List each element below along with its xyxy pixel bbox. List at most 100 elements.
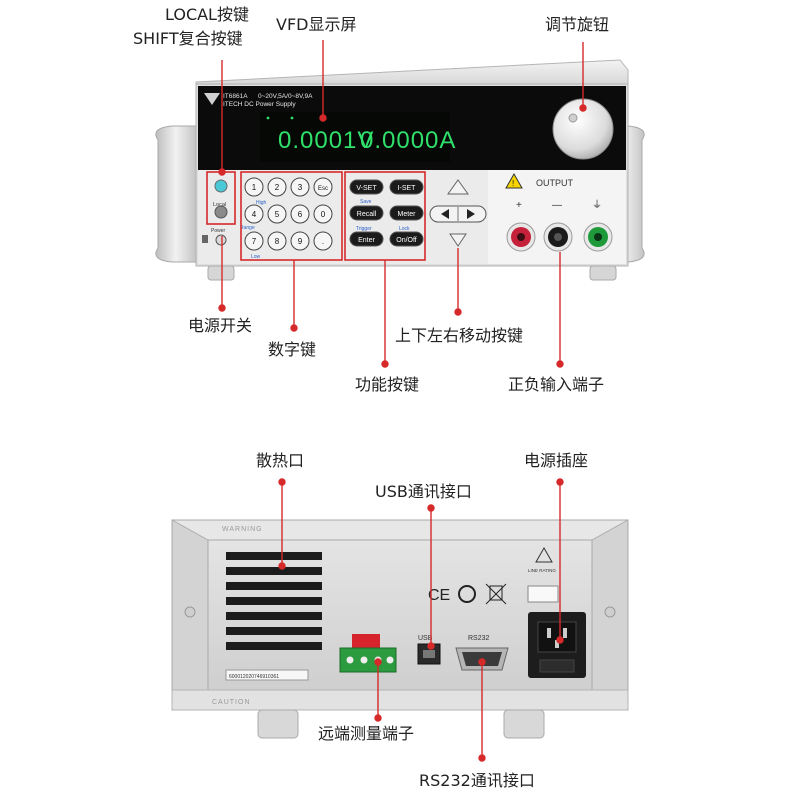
svg-text:Esc: Esc [318,186,328,192]
svg-text:I-SET: I-SET [398,185,417,192]
callout-arrow-keys: 上下左右移动按键 [395,326,524,345]
rear-warning-icon [535,546,553,563]
svg-text:Meter: Meter [398,211,417,218]
heat-vent [226,552,322,650]
function-key-vset[interactable]: V-SET [349,179,384,195]
vent-slot [226,597,322,605]
svg-text:1: 1 [252,183,257,192]
svg-text:Recall: Recall [357,211,377,218]
vent-slot [226,582,322,590]
keypad-key-4[interactable]: 4 [244,204,264,224]
negative-terminal[interactable] [543,222,573,252]
vent-slot [226,567,322,575]
front-leader-lines [218,40,587,368]
minus-symbol: — [552,200,562,211]
callout-shift-button: SHIFT复合按键 [133,29,243,48]
weee-bin-icon [485,583,507,605]
function-key-recall[interactable]: Recall [349,205,384,221]
callout-vent: 散热口 [256,451,305,470]
keypad-key-esc[interactable]: Esc [313,177,333,197]
svg-text:On/Off: On/Off [396,237,417,244]
function-key-meter[interactable]: Meter [389,205,424,221]
vfd-voltage: 0.0001V [278,127,374,154]
highlight-number-keys [240,171,343,261]
rear-warning-text: WARNING [222,526,263,533]
remote-sense-terminal[interactable] [339,634,397,673]
callout-remote-sense: 远端测量端子 [318,724,415,743]
function-key-enter[interactable]: Enter [349,231,384,247]
keypad-key-3[interactable]: 3 [290,177,310,197]
callout-knob: 调节旋钮 [545,15,610,34]
svg-text:!: ! [512,179,514,188]
power-socket[interactable] [528,612,586,678]
callout-local-button: LOCAL按键 [165,5,249,24]
keypad-key-8[interactable]: 8 [267,231,287,251]
svg-text:3: 3 [298,183,303,192]
local-button[interactable] [214,205,228,219]
svg-text:8: 8 [275,237,280,246]
callout-number-keys: 数字键 [268,340,317,359]
brand-text: ITECH DC Power Supply [223,101,296,108]
shift-button[interactable] [214,179,228,193]
callout-power-switch: 电源开关 [188,316,253,335]
recycle-mark-icon [458,585,476,603]
keypad-range-label: Range [240,225,255,231]
trigger-sublabel: Trigger [356,226,372,232]
keypad-low-label: Low [251,254,261,260]
caution-triangle-icon [505,172,523,189]
line-rating-text: LINE RATING [528,568,556,573]
svg-text:4: 4 [252,210,257,219]
model-text: IT6861A [223,93,248,100]
callout-usb: USB通讯接口 [375,482,472,501]
vent-slot [226,627,322,635]
rear-leader-lines [278,478,564,762]
vent-slot [226,642,322,650]
keypad-key-dot[interactable]: . [313,231,333,251]
svg-text:7: 7 [252,237,257,246]
keypad-key-6[interactable]: 6 [290,204,310,224]
arrow-keys [429,179,487,247]
vent-slot [226,552,322,560]
vfd-current: 0.0000A [360,127,456,154]
ground-symbol: ⏚ [592,199,602,211]
positive-terminal[interactable] [506,222,536,252]
function-key-onoff[interactable]: On/Off [389,231,424,247]
keypad-key-5[interactable]: 5 [267,204,287,224]
keypad-key-1[interactable]: 1 [244,177,264,197]
vent-slot [226,612,322,620]
keypad-key-7[interactable]: 7 [244,231,264,251]
front-unit: IT6861A 0~20V,5A/0~8V,9A ITECH DC Power … [155,59,645,281]
arrow-down-key[interactable] [449,233,467,247]
arrow-right-key[interactable] [467,209,475,219]
callout-power-socket: 电源插座 [524,451,589,470]
keypad-key-2[interactable]: 2 [267,177,287,197]
ce-mark-icon: CE [428,587,450,604]
arrow-up-key[interactable] [447,179,469,195]
svg-text:6: 6 [298,210,303,219]
rs232-label: RS232 [468,635,490,642]
arrow-left-key[interactable] [441,209,449,219]
callout-function-keys: 功能按键 [355,375,420,394]
function-key-iset[interactable]: I-SET [389,179,424,195]
power-switch[interactable] [215,234,227,246]
keypad-key-9[interactable]: 9 [290,231,310,251]
svg-text:V-SET: V-SET [356,185,377,192]
svg-text:Enter: Enter [358,237,375,244]
save-sublabel: Save [360,199,372,205]
ground-terminal[interactable] [583,222,613,252]
callout-terminals: 正负输入端子 [508,375,605,394]
svg-text:0: 0 [321,210,326,219]
svg-text:5: 5 [275,210,280,219]
svg-text:2: 2 [275,183,280,192]
svg-text:.: . [322,237,324,246]
output-label: OUTPUT [536,178,574,188]
local-label: Local [213,202,226,208]
svg-text:9: 9 [298,237,303,246]
rear-unit: WARNING CAUTION 600012020746910361 CE LI… [171,519,629,739]
plus-symbol: + [516,200,522,211]
keypad-key-0[interactable]: 0 [313,204,333,224]
